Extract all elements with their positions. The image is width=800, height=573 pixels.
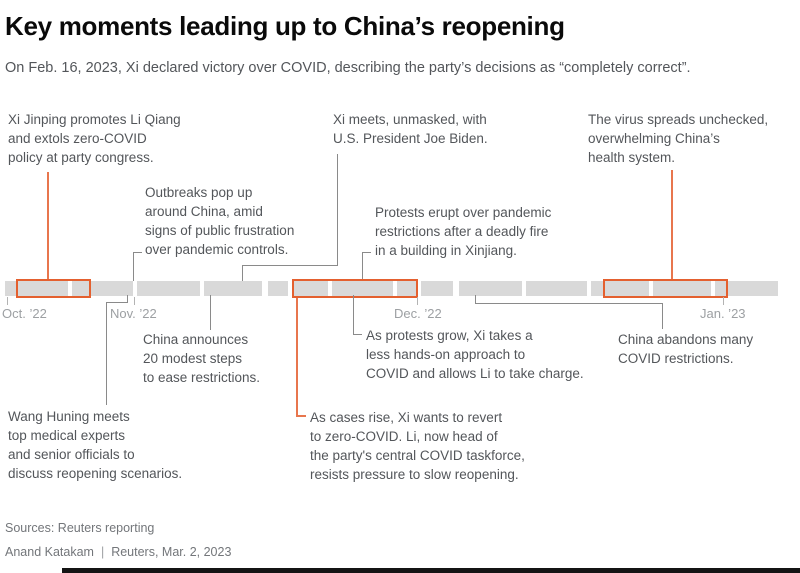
connector-protests-erupt [362,252,371,281]
bottom-crop-bar [62,568,800,573]
timeline-segment [591,281,649,296]
annotation-outbreaks-pop-up: Outbreaks pop up around China, amid sign… [145,185,295,257]
sources-line: Sources: Reuters reporting [5,521,155,535]
connector-china-abandons-stub [475,295,476,304]
highlight-box-oct [16,279,91,298]
connector-xi-promotes-li-qiang [47,172,49,281]
axis-tick-dec [417,297,419,305]
annotation-as-cases-rise: As cases rise, Xi wants to revert to zer… [310,410,525,482]
timeline-segment [5,281,68,296]
connector-as-protests-grow [353,295,362,335]
timeline-segment [715,281,778,296]
annotation-virus-spreads: The virus spreads unchecked, overwhelmin… [588,112,769,165]
timeline-segment [421,281,453,296]
axis-label-jan: Jan. ’23 [700,306,746,321]
timeline-segment [268,281,288,296]
timeline-segment [72,281,133,296]
connector-outbreaks-pop-up [133,252,142,281]
chart-title: Key moments leading up to China’s reopen… [5,11,565,41]
byline-author: Anand Katakam [5,545,94,559]
highlight-box-nov [292,279,418,298]
timeline-segment [653,281,711,296]
connector-wang-huning-elbow [106,302,128,405]
byline-line: Anand Katakam | Reuters, Mar. 2, 2023 [5,545,231,559]
byline-separator: | [100,545,105,559]
axis-label-dec: Dec. ’22 [394,306,442,321]
timeline-segment [332,281,393,296]
highlight-box-dec [603,279,728,298]
timeline-segment [459,281,522,296]
annotation-as-protests-grow: As protests grow, Xi takes a less hands-… [366,328,584,381]
annotation-china-abandons: China abandons many COVID restrictions. [618,332,754,366]
axis-tick-jan [723,297,725,305]
connector-as-cases-rise [296,298,306,417]
axis-tick-oct [7,297,9,305]
annotation-china-20-steps: China announces 20 modest steps to ease … [143,332,261,385]
annotation-wang-huning: Wang Huning meets top medical experts an… [8,409,183,481]
annotation-xi-promotes-li-qiang: Xi Jinping promotes Li Qiang and extols … [8,112,181,165]
timeline-segment [137,281,200,296]
chart-subtitle: On Feb. 16, 2023, Xi declared victory ov… [5,60,691,76]
annotation-protests-erupt: Protests erupt over pandemic restriction… [375,205,552,258]
connector-china-abandons-elbow [475,303,663,329]
axis-tick-nov [134,297,136,305]
connector-xi-meets-biden-elbow [242,265,338,281]
connector-wang-huning-stub [127,295,128,303]
connector-china-20-steps [210,295,211,330]
timeline-segment [204,281,262,296]
timeline-segment [397,281,417,296]
axis-label-oct: Oct. ’22 [2,306,47,321]
connector-virus-spreads [671,170,673,279]
axis-label-nov: Nov. ’22 [110,306,157,321]
timeline-segment [526,281,587,296]
connector-xi-meets-biden-vertical [337,154,338,266]
annotation-xi-meets-biden: Xi meets, unmasked, with U.S. President … [333,112,488,146]
timeline-segment [292,281,328,296]
byline-credit: Reuters, Mar. 2, 2023 [111,545,232,559]
